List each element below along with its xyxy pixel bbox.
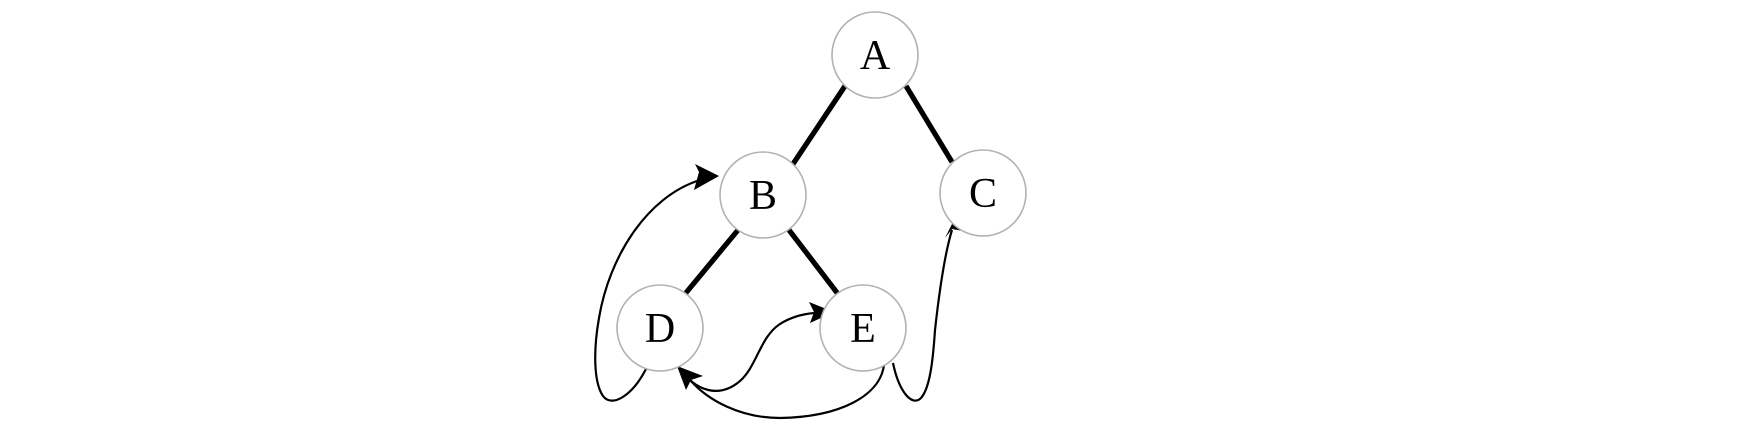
node-c-circle[interactable] [939,149,1027,237]
node-c-label: C [969,171,997,217]
tree-edge-b-e [786,228,841,296]
node-a-label: A [860,33,891,79]
node-b-label: B [749,173,777,219]
node-e-circle[interactable] [819,284,907,372]
node-c[interactable]: C [939,149,1027,237]
flow-edge-d-to-e [677,311,815,392]
node-group: A B C D E [616,11,1027,372]
arrow-head-d-to-e [809,302,834,323]
node-a-circle[interactable] [831,11,919,99]
flow-edge-d-to-b [594,178,701,402]
flow-edge-e-to-c [891,229,954,402]
node-d[interactable]: D [616,284,704,372]
arrow-head-d-to-b [694,164,719,190]
tree-edge-group [682,84,955,296]
node-e-label: E [850,306,876,352]
node-b-circle[interactable] [719,151,807,239]
node-d-label: D [645,306,675,352]
tree-edge-b-d [682,228,741,296]
tree-edge-a-b [790,84,848,166]
node-b[interactable]: B [719,151,807,239]
tree-edge-a-c [903,84,955,164]
arrow-head-e-to-d [677,366,703,390]
node-a[interactable]: A [831,11,919,99]
node-d-circle[interactable] [616,284,704,372]
node-e[interactable]: E [819,284,907,372]
flow-edge-e-to-d [690,364,886,420]
